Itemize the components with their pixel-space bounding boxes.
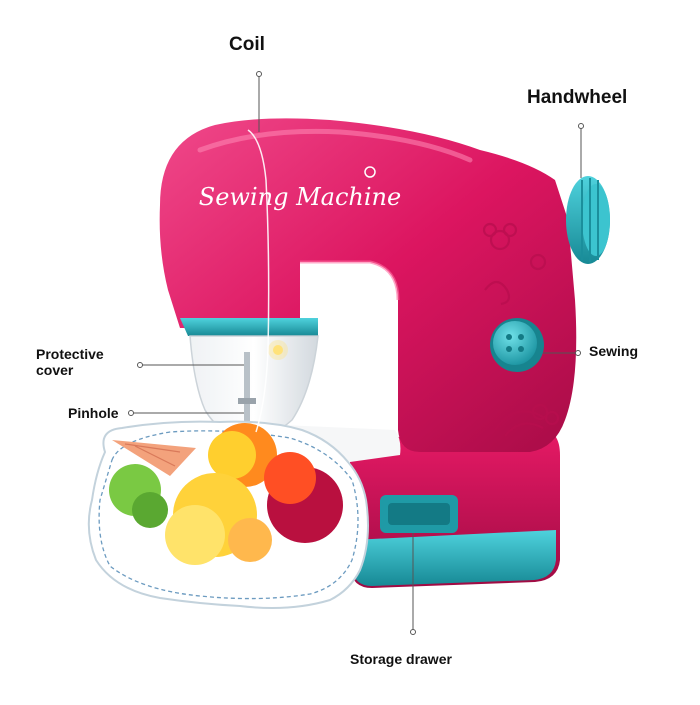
label-protective-cover-line-1: Protective	[36, 346, 104, 362]
flower-icon	[364, 166, 376, 178]
machine-body	[159, 118, 577, 452]
body-decorations	[482, 222, 560, 437]
leader-lines	[128, 71, 584, 635]
label-protective-cover: Protective cover	[36, 346, 104, 378]
label-handwheel: Handwheel	[527, 87, 628, 108]
brand-logo-text: Sewing Machine	[199, 183, 401, 211]
sewing-button[interactable]	[490, 318, 544, 372]
label-sewing: Sewing	[589, 343, 639, 359]
label-pinhole: Pinhole	[68, 405, 119, 421]
label-storage-drawer: Storage drawer	[350, 651, 452, 667]
label-coil: Coil	[229, 34, 265, 55]
fabric-sheet	[87, 420, 401, 609]
label-protective-cover-line-2: cover	[36, 362, 74, 379]
storage-drawer[interactable]	[380, 495, 458, 533]
thread	[247, 129, 270, 433]
handwheel[interactable]	[566, 176, 610, 264]
